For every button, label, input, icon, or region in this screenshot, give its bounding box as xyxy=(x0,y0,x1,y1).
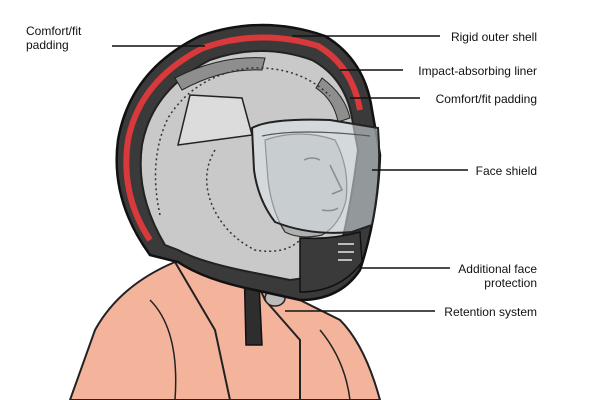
label-impact-absorbing-liner: Impact-absorbing liner xyxy=(418,64,537,78)
label-face-shield: Face shield xyxy=(476,164,537,178)
chin-guard xyxy=(300,232,362,292)
label-retention-system: Retention system xyxy=(444,305,537,319)
label-comfort-padding-right: Comfort/fit padding xyxy=(436,92,537,106)
face-shield xyxy=(252,120,379,233)
label-additional-face-protection: Additional face protection xyxy=(427,262,537,290)
label-rigid-outer-shell: Rigid outer shell xyxy=(451,30,537,44)
label-comfort-padding-left: Comfort/fit padding xyxy=(26,24,112,52)
